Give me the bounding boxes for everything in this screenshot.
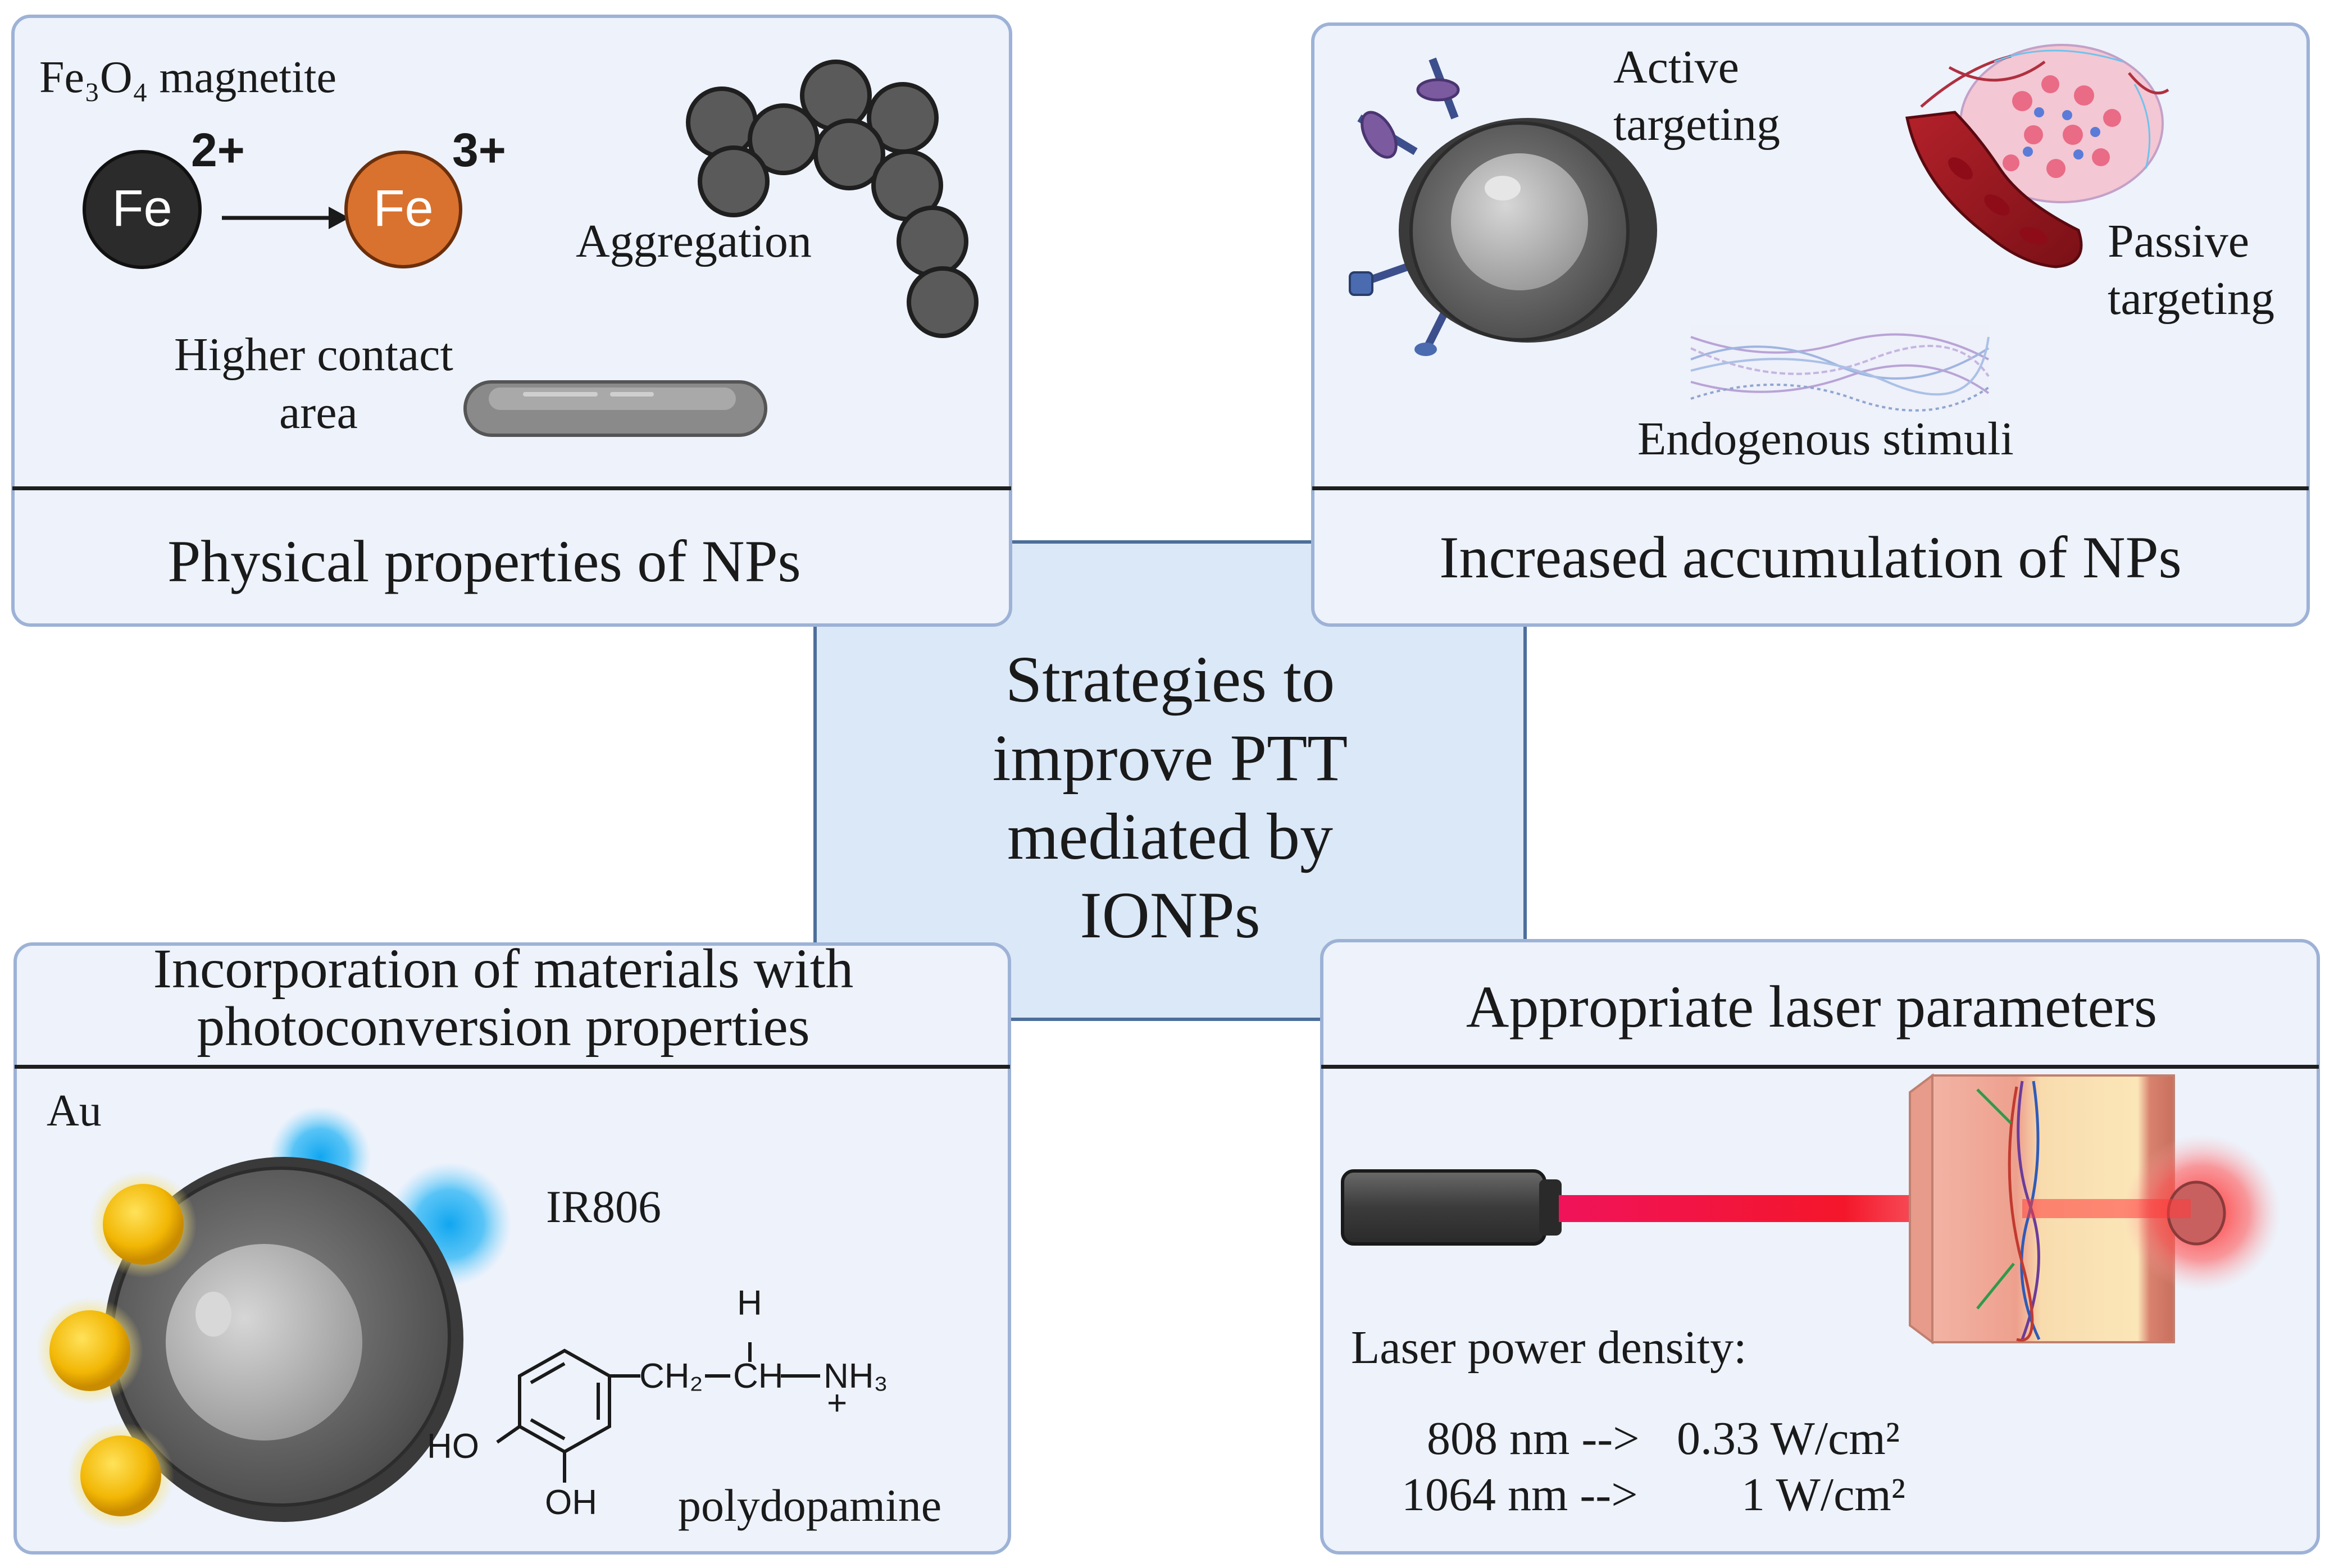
active-targeting-line2: targeting <box>1613 98 1781 151</box>
panel-materials-title-line2: photoconversion properties <box>197 995 810 1058</box>
chem-h-label: H <box>737 1284 762 1323</box>
polydopamine-label: polydopamine <box>678 1480 942 1531</box>
chem-oh-label: OH <box>545 1483 597 1522</box>
fe2-ion <box>83 150 202 269</box>
active-targeting-line1: Active <box>1613 41 1739 93</box>
nanorod-shape <box>463 380 767 437</box>
laser-row2-value: 1 W/cm² <box>1741 1469 1905 1521</box>
conversion-arrow-head <box>329 207 349 229</box>
center-title-line1: Strategies to <box>1005 642 1335 716</box>
center-title-line4: IONPs <box>1080 878 1261 952</box>
fe3-charge: 3+ <box>452 124 506 176</box>
aggregation-cluster <box>686 60 979 338</box>
panel-accumulation-title: Increased accumulation of NPs <box>1439 525 2182 590</box>
passive-targeting-line2: targeting <box>2108 272 2275 325</box>
center-title: Strategies to improve PTT mediated by IO… <box>817 640 1523 955</box>
tumor-vessel-illustration <box>1905 44 2169 268</box>
passive-targeting-line1: Passive <box>2108 215 2249 267</box>
laser-row1-wavelength: 808 nm --> <box>1427 1412 1640 1465</box>
active-targeting-nanoparticle <box>1349 57 1657 356</box>
panel-materials-title-line1: Incorporation of materials with <box>153 937 854 1000</box>
contact-area-label-line1: Higher contact <box>174 329 453 381</box>
chem-ch-label: CH <box>733 1357 784 1396</box>
laser-row2-wavelength: 1064 nm --> <box>1402 1469 1638 1521</box>
fe2-symbol: Fe <box>112 180 172 237</box>
composite-nanoparticle <box>37 1106 511 1529</box>
au-label: Au <box>47 1086 102 1136</box>
panel-laser-title: Appropriate laser parameters <box>1466 974 2158 1040</box>
laser-setup <box>1341 1073 2281 1344</box>
center-title-line2: improve PTT <box>992 721 1348 795</box>
magnetite-label: Fe₃O₄ magnetite <box>39 53 336 102</box>
divider-accumulation <box>1312 486 2309 490</box>
panel-physical-title: Physical properties of NPs <box>167 528 801 594</box>
divider-physical <box>12 486 1011 490</box>
chem-plus-label: + <box>827 1384 848 1423</box>
center-title-line3: mediated by <box>1007 800 1333 873</box>
fe3-symbol: Fe <box>373 180 434 237</box>
chem-nh3-label: NH₃ <box>824 1357 888 1396</box>
contact-area-label-line2: area <box>279 386 358 439</box>
aggregation-label: Aggregation <box>576 215 812 267</box>
divider-materials <box>15 1065 1010 1069</box>
chem-ho-label: HO <box>427 1427 479 1466</box>
fe3-ion <box>344 151 462 268</box>
endogenous-fibers <box>1690 326 1990 412</box>
laser-row1-value: 0.33 W/cm² <box>1677 1412 1900 1465</box>
polydopamine-structure <box>496 1342 820 1483</box>
laser-density-label: Laser power density: <box>1351 1321 1747 1374</box>
chem-ch2-label: CH₂ <box>639 1357 703 1396</box>
endogenous-stimuli-label: Endogenous stimuli <box>1637 413 2014 465</box>
ir806-label: IR806 <box>546 1181 661 1232</box>
divider-laser <box>1321 1065 2319 1069</box>
fe2-charge: 2+ <box>191 124 245 176</box>
